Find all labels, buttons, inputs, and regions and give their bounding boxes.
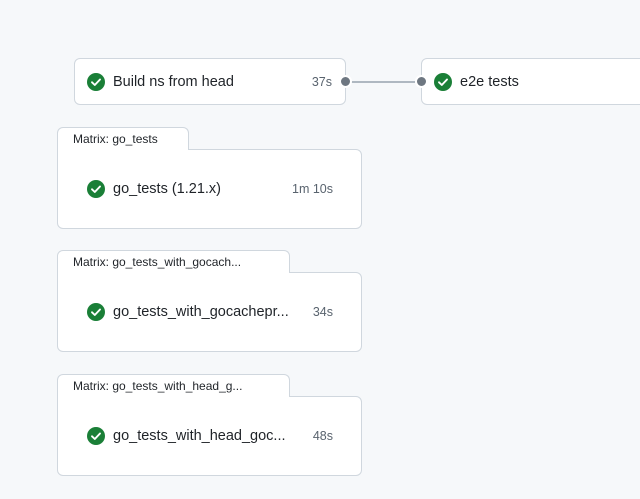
matrix-job-go-tests-1-21-x[interactable]: go_tests (1.21.x) 1m 10s bbox=[58, 150, 361, 228]
connector-dot-in-overlay bbox=[415, 75, 428, 88]
matrix-go-tests-with-head-go: go_tests_with_head_goc... 48s bbox=[57, 396, 362, 476]
job-name: e2e tests bbox=[460, 73, 519, 90]
job-name: Build ns from head bbox=[113, 73, 234, 90]
job-connector-line bbox=[346, 81, 422, 83]
job-duration: 1m 10s bbox=[292, 182, 333, 196]
matrix-title: Matrix: go_tests_with_head_g... bbox=[73, 379, 243, 393]
job-name: go_tests_with_head_goc... bbox=[113, 428, 286, 444]
tab-join bbox=[58, 148, 188, 151]
matrix-tab-go-tests-with-head-go: Matrix: go_tests_with_head_g... bbox=[57, 374, 290, 397]
job-duration: 37s bbox=[311, 74, 332, 89]
matrix-job-go-tests-with-head-gocache[interactable]: go_tests_with_head_goc... 48s bbox=[58, 397, 361, 475]
job-name: go_tests_with_gocachepr... bbox=[113, 304, 289, 320]
check-circle-icon bbox=[87, 427, 105, 445]
check-circle-icon bbox=[434, 72, 452, 91]
check-circle-icon bbox=[87, 303, 105, 321]
matrix-job-go-tests-with-gocacheprog[interactable]: go_tests_with_gocachepr... 34s bbox=[58, 273, 361, 351]
matrix-tab-go-tests: Matrix: go_tests bbox=[57, 127, 189, 150]
matrix-tab-go-tests-with-gocache: Matrix: go_tests_with_gocach... bbox=[57, 250, 290, 273]
matrix-title: Matrix: go_tests_with_gocach... bbox=[73, 255, 242, 269]
job-name: go_tests (1.21.x) bbox=[113, 181, 221, 197]
job-duration: 34s bbox=[312, 305, 333, 319]
check-circle-icon bbox=[87, 180, 105, 198]
tab-join bbox=[58, 271, 289, 274]
job-duration: 48s bbox=[312, 429, 333, 443]
job-e2e-tests[interactable]: e2e tests bbox=[421, 58, 640, 105]
job-build-ns-from-head[interactable]: Build ns from head 37s bbox=[74, 58, 346, 105]
connector-dot-out bbox=[339, 75, 352, 88]
matrix-title: Matrix: go_tests bbox=[73, 132, 158, 146]
check-circle-icon bbox=[87, 72, 105, 91]
matrix-go-tests-with-gocache: go_tests_with_gocachepr... 34s bbox=[57, 272, 362, 352]
matrix-go-tests: go_tests (1.21.x) 1m 10s bbox=[57, 149, 362, 229]
tab-join bbox=[58, 395, 289, 398]
